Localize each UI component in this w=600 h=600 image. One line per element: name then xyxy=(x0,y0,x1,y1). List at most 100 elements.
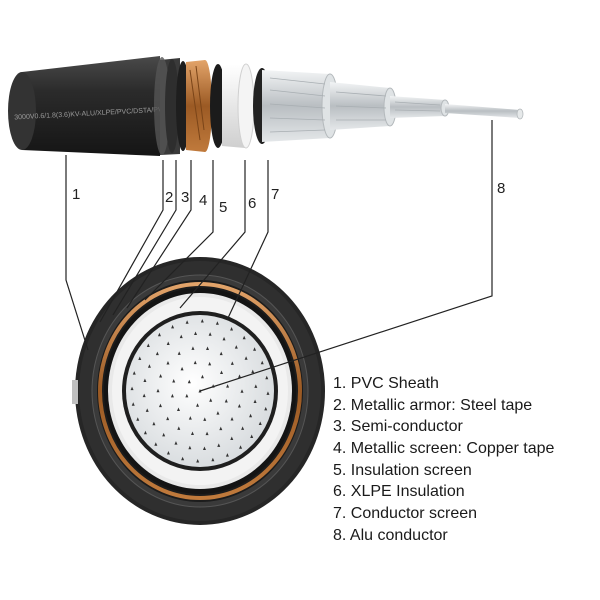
strand-mark xyxy=(188,445,192,450)
strand-mark xyxy=(200,319,204,323)
strand-mark xyxy=(188,416,192,420)
strand-mark xyxy=(132,371,136,375)
strand-mark xyxy=(209,398,213,402)
legend: 1. PVC Sheath 2. Metallic armor: Steel t… xyxy=(333,373,554,547)
strand-mark xyxy=(253,399,257,403)
strand-mark xyxy=(146,343,150,347)
leader-line-2 xyxy=(99,160,164,323)
callout-8: 8 xyxy=(497,180,506,197)
leader-line-6 xyxy=(179,160,246,309)
legend-item: 5. Insulation screen xyxy=(333,461,472,479)
strand-mark xyxy=(215,321,219,325)
strand-mark xyxy=(147,364,151,368)
strand-mark xyxy=(190,431,194,436)
callout-7: 7 xyxy=(271,186,280,203)
strand-mark xyxy=(143,378,147,383)
strand-mark xyxy=(244,356,248,360)
strand-mark xyxy=(230,326,234,331)
legend-item: 6. XLPE Insulation xyxy=(333,483,465,501)
strand-mark xyxy=(230,361,234,365)
strand-mark xyxy=(166,341,170,346)
strand-mark xyxy=(234,345,238,349)
strand-mark xyxy=(219,351,223,356)
strand-mark xyxy=(156,388,160,393)
leader-line-3 xyxy=(112,160,177,316)
strand-mark xyxy=(200,374,204,379)
strand-mark xyxy=(166,416,170,421)
leader-line-7 xyxy=(227,160,269,319)
strand-mark xyxy=(224,398,228,403)
strand-mark xyxy=(230,416,234,421)
strand-mark xyxy=(241,426,245,430)
strand-mark xyxy=(253,347,257,351)
conductor-strands xyxy=(130,319,270,463)
strand-mark xyxy=(171,324,175,329)
leader-line-8 xyxy=(199,120,493,392)
strand-mark xyxy=(240,389,244,393)
strand-mark xyxy=(208,361,212,366)
legend-item: 4. Metallic screen: Copper tape xyxy=(333,440,555,458)
strand-mark xyxy=(154,442,158,446)
strand-mark xyxy=(172,379,176,383)
strand-mark xyxy=(217,443,221,447)
callout-2: 2 xyxy=(165,189,174,206)
strand-mark xyxy=(174,441,178,445)
strand-mark xyxy=(142,393,146,398)
strand-mark xyxy=(225,453,229,457)
strand-mark xyxy=(177,426,181,430)
leader-line-5 xyxy=(144,160,214,301)
strand-mark xyxy=(177,351,181,355)
strand-mark xyxy=(260,360,264,365)
strand-mark xyxy=(157,332,161,337)
strand-mark xyxy=(202,446,206,450)
strand-mark xyxy=(131,402,135,406)
strand-mark xyxy=(145,408,149,412)
strand-mark xyxy=(155,351,159,356)
strand-mark xyxy=(191,346,195,350)
strand-mark xyxy=(258,421,262,426)
strand-mark xyxy=(203,417,207,421)
strand-mark xyxy=(205,431,209,436)
strand-mark xyxy=(237,404,241,408)
strand-mark xyxy=(136,417,140,421)
legend-item: 8. Alu conductor xyxy=(333,526,448,544)
strand-mark xyxy=(216,411,220,415)
strand-mark xyxy=(180,366,184,371)
strand-mark xyxy=(242,335,246,340)
strand-mark xyxy=(152,421,156,426)
cable-side-view: 3000V0.6/1.8(3.6)KV-ALU/XLPE/PVC/DSTA/PV… xyxy=(8,56,524,156)
strand-mark xyxy=(239,445,243,449)
strand-mark xyxy=(250,434,254,439)
legend-item: 3. Semi-conductor xyxy=(333,418,463,436)
strand-mark xyxy=(230,436,234,440)
strand-mark xyxy=(208,332,212,336)
leader-line-1 xyxy=(65,155,89,351)
strand-mark xyxy=(166,361,170,365)
cable-cross-section xyxy=(72,257,325,525)
callout-6: 6 xyxy=(248,195,257,212)
strand-mark xyxy=(130,386,134,391)
strand-mark xyxy=(249,413,253,418)
strand-mark xyxy=(193,360,197,365)
strand-mark xyxy=(162,432,166,437)
strand-mark xyxy=(158,403,162,408)
strand-mark xyxy=(185,393,189,398)
edge-clip xyxy=(72,380,78,404)
callout-1: 1 xyxy=(72,186,81,203)
strand-mark xyxy=(143,430,147,435)
strand-mark xyxy=(185,320,189,324)
strand-mark xyxy=(220,370,224,375)
legend-item: 2. Metallic armor: Steel tape xyxy=(333,396,533,414)
legend-item: 1. PVC Sheath xyxy=(333,375,439,392)
strand-mark xyxy=(159,373,163,378)
strand-mark xyxy=(194,331,198,336)
strand-mark xyxy=(138,356,142,360)
strand-mark xyxy=(266,391,270,395)
strand-mark xyxy=(219,426,223,431)
pvc-sheath-side xyxy=(12,56,160,156)
strand-mark xyxy=(196,403,200,407)
strand-mark xyxy=(251,369,255,374)
strand-mark xyxy=(196,458,200,463)
strand-mark xyxy=(176,407,180,411)
